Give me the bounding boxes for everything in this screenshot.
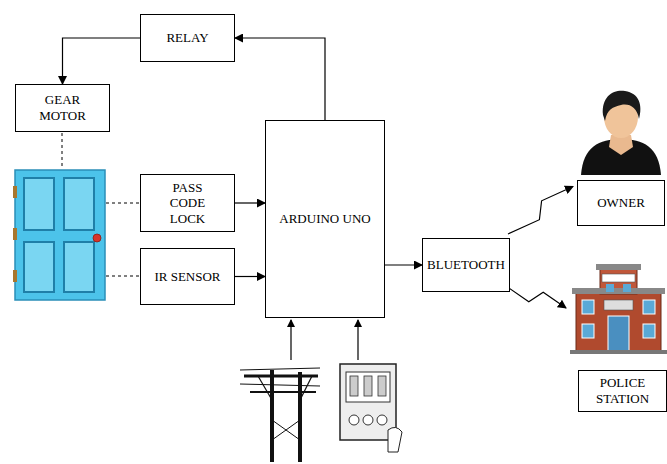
wireless-link <box>508 187 573 235</box>
meter-box-illustration <box>340 364 402 452</box>
node-label: BLUETOOTH <box>427 257 505 273</box>
power-pole-illustration <box>240 368 320 462</box>
node-label: RELAY <box>166 30 208 46</box>
police-station-icon <box>570 262 667 354</box>
police-station-node: POLICE STATION <box>570 262 667 412</box>
node-label: ARDUINO UNO <box>279 211 370 227</box>
gear-motor-box: GEAR MOTOR <box>15 84 110 132</box>
node-label: GEAR MOTOR <box>33 92 93 123</box>
door-illustration <box>13 170 105 300</box>
signal-arrow <box>235 38 325 120</box>
bluetooth-box: BLUETOOTH <box>422 238 510 292</box>
power-arrow <box>290 320 291 360</box>
relay-box: RELAY <box>140 14 235 62</box>
signal-arrow <box>385 264 422 265</box>
signal-arrow <box>235 276 265 277</box>
label-box: POLICE STATION <box>578 370 667 412</box>
node-label: IR SENSOR <box>154 269 220 285</box>
icon-holder <box>577 85 665 179</box>
passcode-lock-box: PASS CODE LOCK <box>140 174 235 232</box>
node-label: OWNER <box>597 195 645 211</box>
icon-holder <box>570 262 667 358</box>
label-box: OWNER <box>577 180 665 226</box>
node-label: PASS CODE LOCK <box>163 180 213 227</box>
power-arrow <box>357 320 358 360</box>
person-icon <box>577 85 665 175</box>
node-label: POLICE STATION <box>593 375 653 406</box>
ir-sensor-box: IR SENSOR <box>140 248 235 305</box>
wireless-link <box>506 286 566 308</box>
signal-arrow <box>235 202 265 203</box>
owner-node: OWNER <box>577 85 665 226</box>
arduino-box: ARDUINO UNO <box>265 120 385 318</box>
dashed-link <box>62 133 139 276</box>
signal-arrow <box>63 38 141 84</box>
